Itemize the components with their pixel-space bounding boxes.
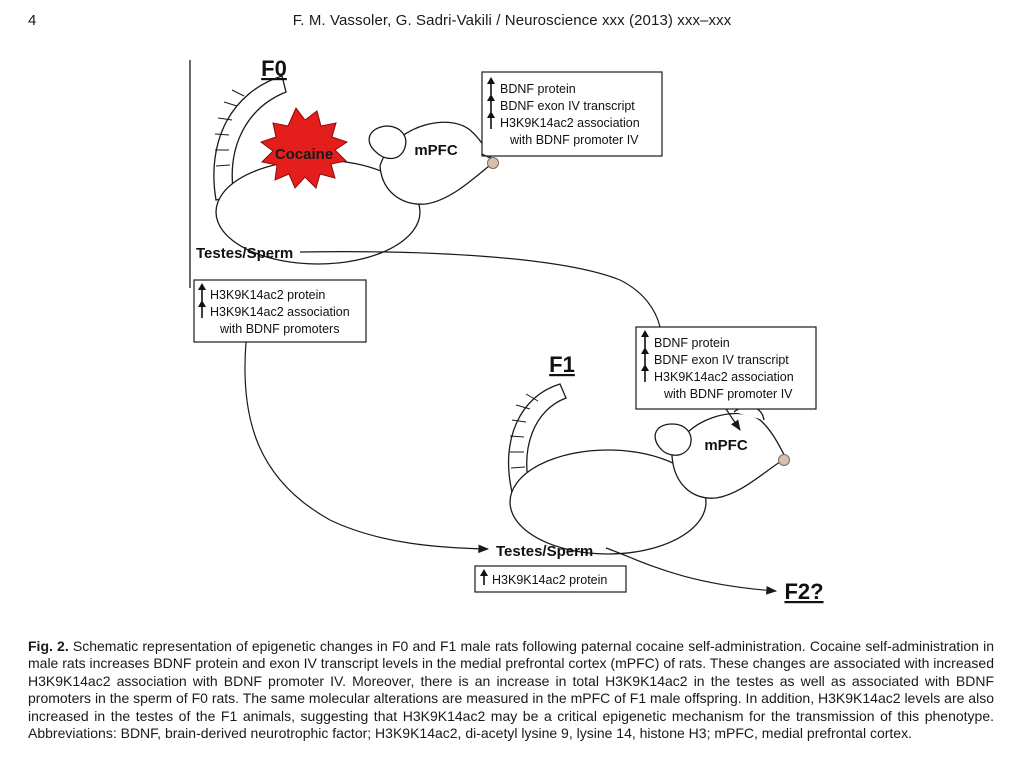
f1-testes-finding-1: H3K9K14ac2 protein bbox=[492, 573, 607, 587]
f0-rat-tail bbox=[213, 75, 287, 201]
f0-brain-findings-box: BDNF protein BDNF exon IV transcript H3K… bbox=[481, 71, 663, 157]
f1-testes-sperm-label: Testes/Sperm bbox=[496, 543, 593, 560]
page-number: 4 bbox=[28, 12, 37, 29]
f0-testes-sperm-label: Testes/Sperm bbox=[196, 245, 293, 262]
f1-brain-finding-4: with BDNF promoter IV bbox=[663, 387, 793, 401]
f1-brain-finding-2: BDNF exon IV transcript bbox=[654, 353, 789, 367]
f1-rat-tail bbox=[507, 383, 567, 493]
running-head: F. M. Vassoler, G. Sadri-Vakili / Neuros… bbox=[292, 12, 732, 29]
f0-rat-ear bbox=[368, 125, 407, 160]
f2-generation-label: F2? bbox=[784, 579, 823, 604]
figure-caption-text: Schematic representation of epigenetic c… bbox=[28, 638, 994, 742]
figure-caption: Fig. 2. Schematic representation of epig… bbox=[28, 638, 994, 742]
f0-brain-finding-4: with BDNF promoter IV bbox=[509, 133, 639, 147]
f0-testes-finding-2: H3K9K14ac2 association bbox=[210, 305, 350, 319]
f1-rat-head bbox=[671, 412, 787, 499]
f0-rat bbox=[213, 75, 495, 265]
up-arrow-icon bbox=[641, 330, 649, 382]
cocaine-label: Cocaine bbox=[275, 146, 333, 163]
f0-box-to-mpfc-connector bbox=[481, 153, 491, 159]
f1-generation-label: F1 bbox=[549, 352, 575, 377]
f1-rat-ear bbox=[654, 423, 692, 456]
f1-box-to-mpfc-arrow bbox=[725, 408, 741, 431]
f1-rat-nose bbox=[778, 454, 790, 466]
f1-mpfc-label: mPFC bbox=[704, 437, 748, 454]
f0-brain-finding-3: H3K9K14ac2 association bbox=[500, 116, 640, 130]
f0-rat-tail-segments bbox=[214, 89, 245, 167]
f1-rat-body bbox=[509, 449, 707, 555]
f1-rat bbox=[507, 383, 787, 555]
f0-generation-label: F0 bbox=[261, 56, 287, 81]
f0-rat-nose bbox=[487, 157, 499, 169]
f0-testes-finding-1: H3K9K14ac2 protein bbox=[210, 288, 325, 302]
up-arrow-icon bbox=[480, 569, 488, 585]
f0-testes-to-f1-brain-connector bbox=[299, 251, 661, 328]
f0-brain-finding-2: BDNF exon IV transcript bbox=[500, 99, 635, 113]
f1-testes-findings-box: H3K9K14ac2 protein bbox=[474, 565, 627, 593]
up-arrow-icon bbox=[198, 283, 206, 318]
f0-mpfc-label: mPFC bbox=[414, 142, 458, 159]
f1-testes-to-f2-arrow bbox=[605, 547, 778, 595]
f0-testes-finding-3: with BDNF promoters bbox=[219, 322, 339, 336]
figure-label: Fig. 2. bbox=[28, 638, 69, 654]
f1-brain-findings-box: BDNF protein BDNF exon IV transcript H3K… bbox=[635, 326, 817, 410]
epigenetic-inheritance-figure: Cocaine F0 mPFC Testes/Sperm BDNF protei… bbox=[189, 56, 824, 604]
f0-testes-to-f1-testes-arrow bbox=[244, 341, 490, 554]
f0-testes-findings-box: H3K9K14ac2 protein H3K9K14ac2 associatio… bbox=[193, 279, 367, 343]
cocaine-burst bbox=[259, 107, 349, 189]
up-arrow-icon bbox=[487, 77, 495, 129]
f1-brain-finding-3: H3K9K14ac2 association bbox=[654, 370, 794, 384]
f0-brain-finding-1: BDNF protein bbox=[500, 82, 576, 96]
f1-rat-tail-segments bbox=[509, 393, 539, 469]
f1-brain-finding-1: BDNF protein bbox=[654, 336, 730, 350]
